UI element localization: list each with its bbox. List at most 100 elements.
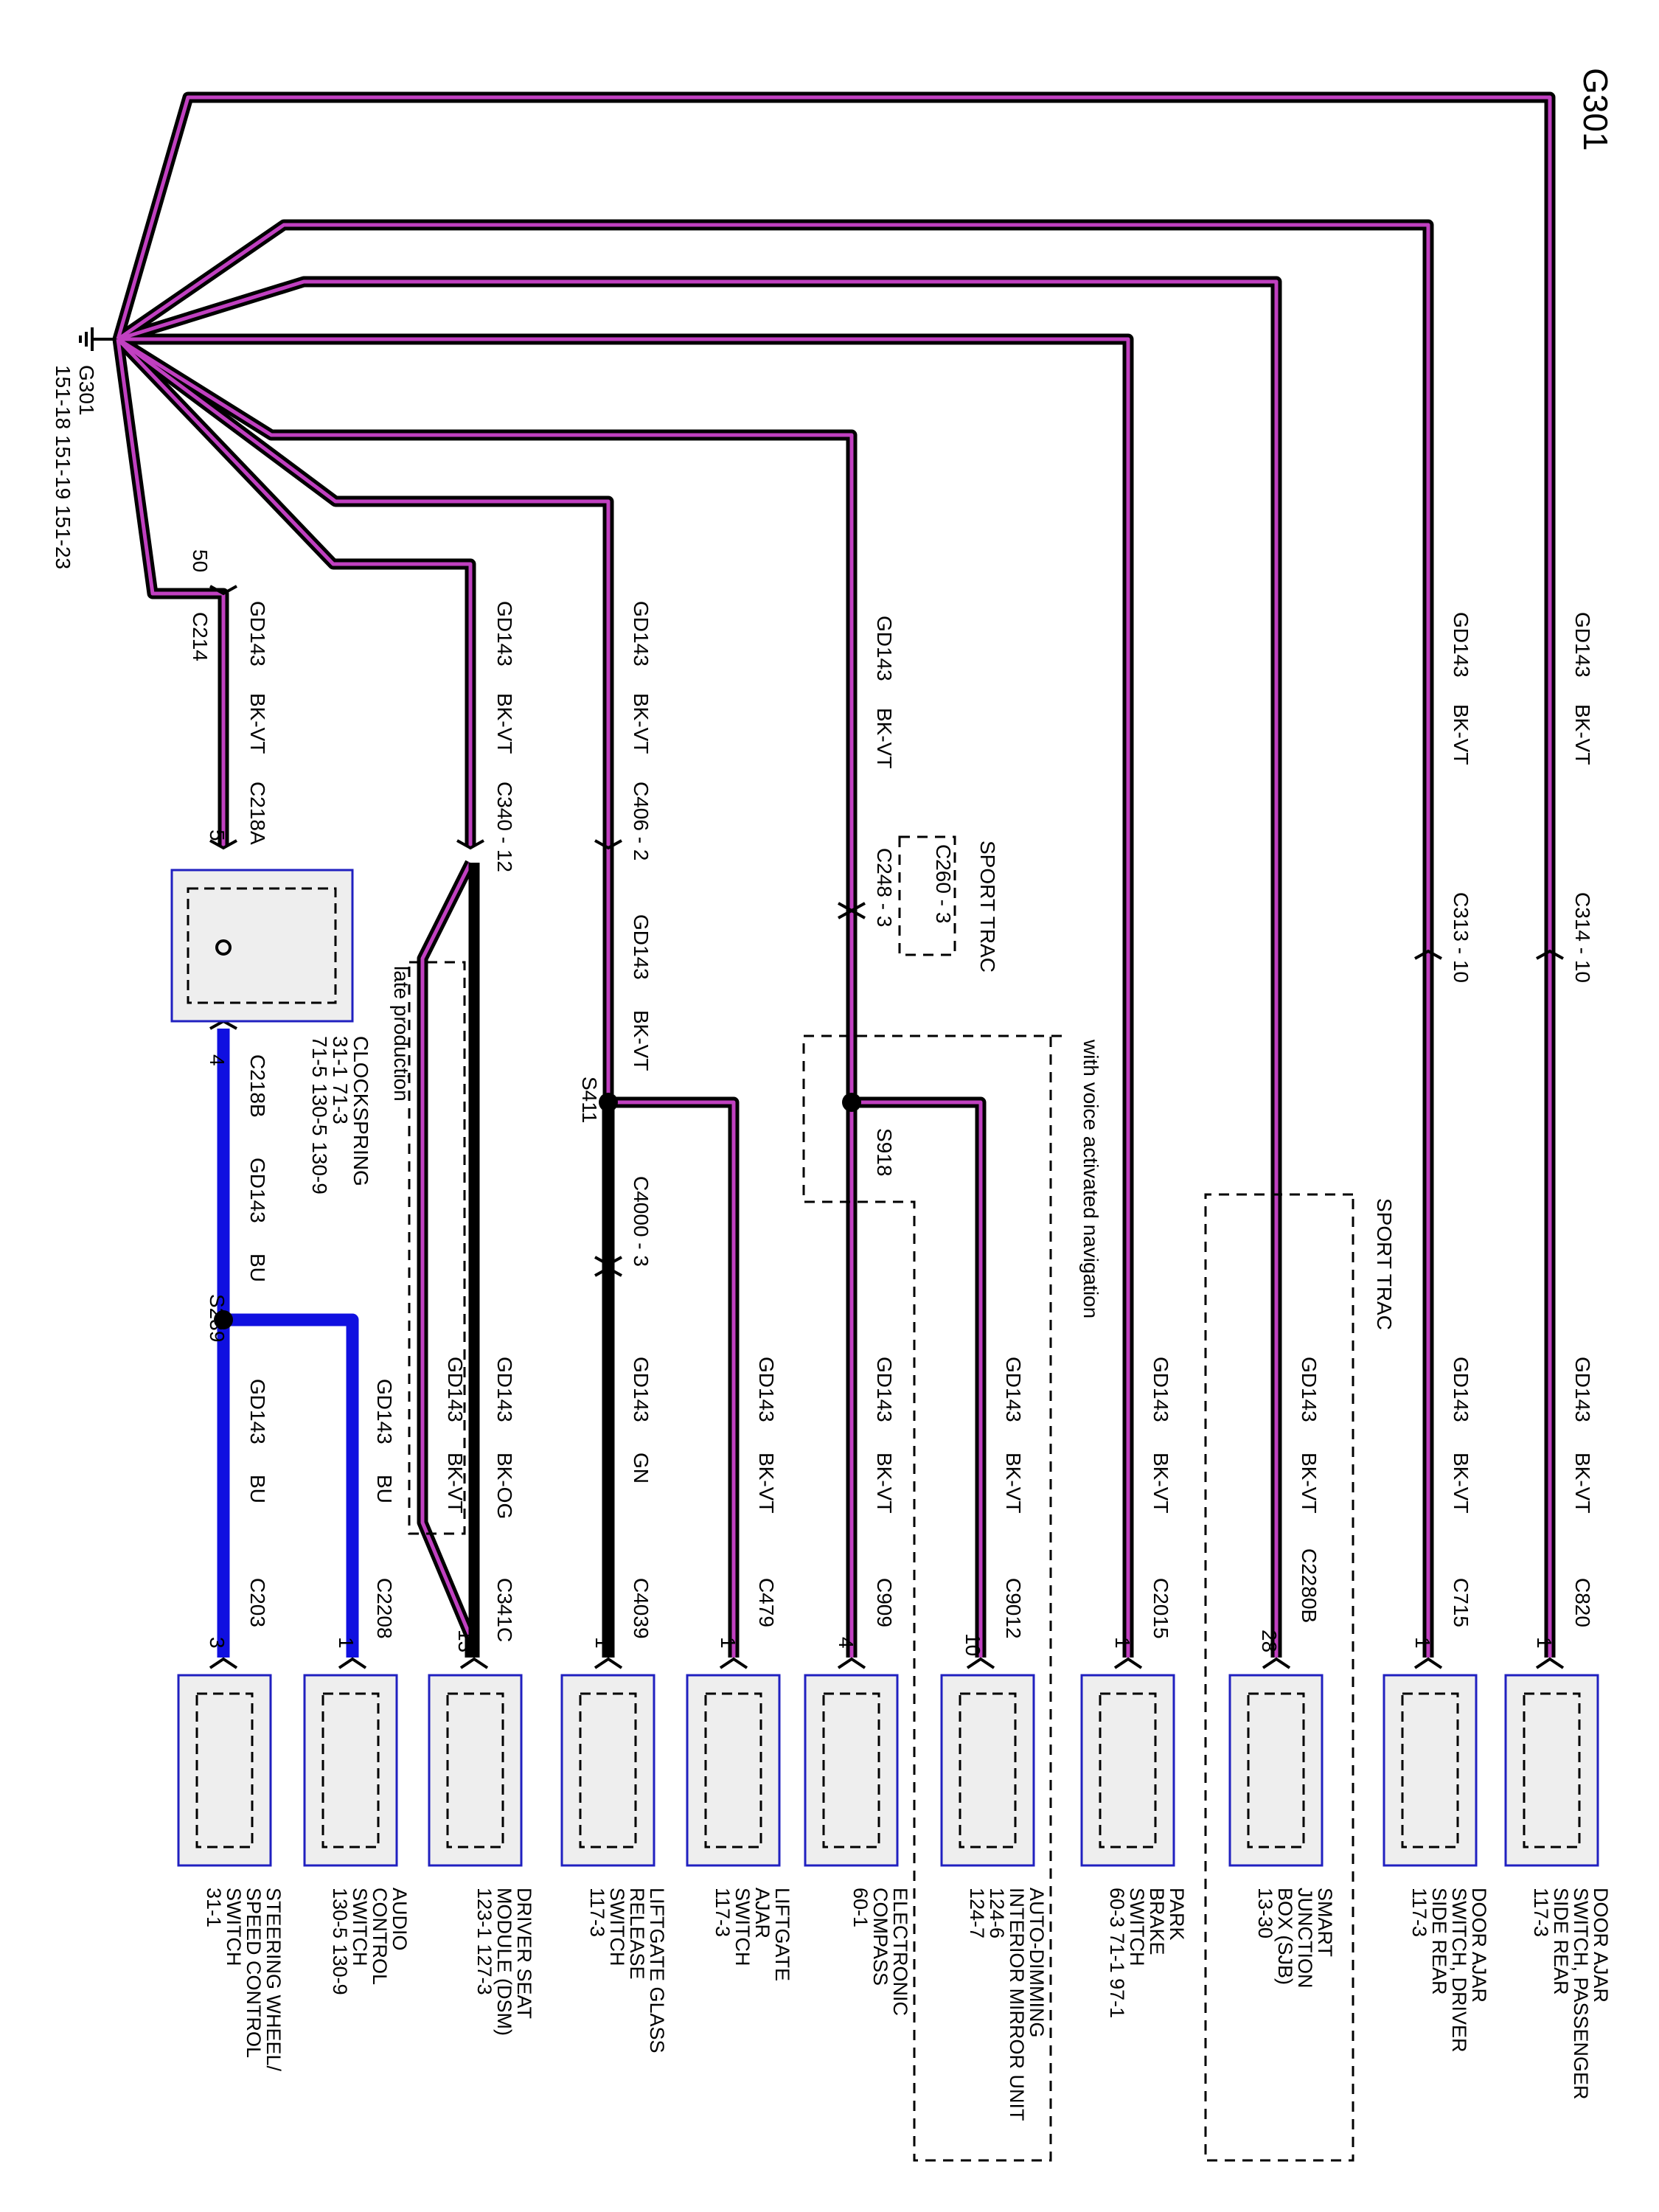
wire-color: BK-VT xyxy=(630,693,653,754)
conn-c479: C479 xyxy=(755,1578,778,1627)
component-name: RELEASE xyxy=(626,1888,648,1980)
conn-c2280b: C2280B xyxy=(1298,1548,1321,1623)
late-production-note: late production xyxy=(390,966,413,1102)
wire-color: BK-VT xyxy=(444,1453,467,1513)
splice-s411-label: S411 xyxy=(578,1077,601,1123)
wire-code: GD143 xyxy=(1450,612,1472,678)
box-sjb xyxy=(1228,1674,1324,1867)
component-labels: STEERING WHEEL/ SPEED CONTROL SWITCH 31-… xyxy=(203,1888,1612,2121)
conn-c909: C909 xyxy=(873,1578,896,1627)
component-name: DOOR AJAR xyxy=(1590,1888,1612,2003)
wire-code: GD143 xyxy=(1298,1357,1321,1422)
component-name: PARK xyxy=(1166,1888,1188,1941)
wire-color: GN xyxy=(630,1453,653,1484)
clockspring-refs2: 71-5 130-5 130-9 xyxy=(308,1036,331,1194)
component-ref: 117-3 xyxy=(1408,1888,1430,1937)
component-ref: 130-5 130-9 xyxy=(329,1888,351,1995)
component-name: AUDIO xyxy=(389,1888,411,1951)
conn-c314: C314 - 10 xyxy=(1571,892,1594,983)
component-name: CONTROL xyxy=(369,1888,391,1985)
sport-trac-right-note: SPORT TRAC xyxy=(1373,1198,1396,1330)
box-liftgate-ajar xyxy=(686,1674,781,1867)
wire-color: BK-VT xyxy=(1002,1453,1025,1513)
box-steering xyxy=(177,1674,272,1867)
box-brake xyxy=(1080,1674,1175,1867)
component-ref: 117-3 xyxy=(586,1888,608,1937)
conn-c203: C203 xyxy=(246,1578,269,1627)
pin-dsm: 13 xyxy=(454,1630,477,1652)
wire-color: BK-VT xyxy=(493,693,516,754)
conn-c406: C406 - 2 xyxy=(630,782,653,860)
component-name: SWITCH xyxy=(349,1888,371,1966)
wire-color: BK-VT xyxy=(1571,704,1594,765)
wire-code: GD143 xyxy=(1571,1357,1594,1422)
wire-color: BK-VT xyxy=(246,693,269,754)
wire-code: GD143 xyxy=(493,601,516,667)
wire-color: BK-OG xyxy=(493,1453,516,1519)
pin-mirror: 10 xyxy=(961,1633,984,1656)
conn-c214: C214 xyxy=(189,612,212,661)
wire-code: GD143 xyxy=(1450,1357,1472,1422)
box-dsm xyxy=(428,1674,523,1867)
conn-c218a: C218A xyxy=(246,782,269,845)
conn-c218b: C218B xyxy=(246,1054,269,1118)
component-name: SWITCH, PASSENGER xyxy=(1570,1888,1592,2100)
box-door-passenger xyxy=(1504,1674,1599,1867)
wire-color: BK-VT xyxy=(755,1453,778,1513)
component-ref: 123-1 127-3 xyxy=(473,1888,495,1995)
component-ref: 124-6 xyxy=(986,1888,1008,1938)
component-ref: 60-3 71-1 97-1 xyxy=(1106,1888,1128,2018)
wire-code: GD143 xyxy=(1002,1357,1025,1422)
ground-label: G301 xyxy=(75,365,98,416)
component-name: STEERING WHEEL/ xyxy=(262,1888,285,2072)
clockspring-name: CLOCKSPRING xyxy=(349,1036,372,1186)
component-name: SWITCH, DRIVER xyxy=(1448,1888,1470,2053)
pin-audio: 1 xyxy=(335,1637,358,1649)
component-name: BOX (SJB) xyxy=(1274,1888,1296,1985)
pin-c214: 50 xyxy=(189,549,212,572)
c260-note: C260 - 3 xyxy=(932,844,955,923)
wire-code: GD143 xyxy=(373,1379,396,1444)
component-name: BRAKE xyxy=(1146,1888,1168,1955)
component-name: LIFTGATE xyxy=(771,1888,793,1981)
diagram-title: G301 xyxy=(1576,68,1615,151)
conn-c820: C820 xyxy=(1571,1578,1594,1627)
component-name: SWITCH xyxy=(223,1888,245,1966)
component-name: DRIVER SEAT xyxy=(513,1888,535,2019)
component-name: MODULE (DSM) xyxy=(493,1888,515,2036)
conn-c341c: C341C xyxy=(493,1578,516,1642)
wire-color: BK-VT xyxy=(1298,1453,1321,1513)
splice-s918-label: S918 xyxy=(873,1128,896,1176)
clockspring-refs1: 31-1 71-3 xyxy=(329,1036,352,1124)
component-name: JUNCTION xyxy=(1294,1888,1316,1989)
pin-compass: 4 xyxy=(835,1637,858,1649)
wire-bu-audio xyxy=(223,1313,359,1658)
pin-door-driver: 1 xyxy=(1411,1637,1434,1649)
splice-s411 xyxy=(599,1093,618,1112)
component-name: SMART xyxy=(1314,1888,1336,1957)
wire-liftgate-ajar xyxy=(608,1096,740,1658)
wire-code: GD143 xyxy=(630,601,653,667)
conn-c2208: C2208 xyxy=(373,1578,396,1639)
ground-pages: 151-18 151-19 151-23 xyxy=(52,365,74,569)
component-name: SIDE REAR xyxy=(1428,1888,1450,1995)
component-name: SWITCH xyxy=(731,1888,754,1966)
wire-code: GD143 xyxy=(873,1357,896,1422)
box-liftgate-glass xyxy=(560,1674,655,1867)
component-ref: 60-1 xyxy=(849,1888,872,1927)
pin-liftgate-ajar: 1 xyxy=(717,1637,740,1649)
option-boxes xyxy=(408,835,1354,2162)
conn-c4000: C4000 - 3 xyxy=(630,1176,653,1267)
pin-liftgate-glass: 1 xyxy=(591,1637,614,1649)
component-name: AUTO-DIMMING xyxy=(1026,1888,1048,2038)
wire-color: BK-VT xyxy=(873,1453,896,1513)
conn-c313: C313 - 10 xyxy=(1450,892,1472,983)
component-ref: 13-30 xyxy=(1254,1888,1276,1938)
component-name: AJAR xyxy=(751,1888,773,1938)
conn-c2015: C2015 xyxy=(1150,1578,1172,1639)
component-ref: 31-1 xyxy=(203,1888,225,1927)
component-name: SWITCH xyxy=(606,1888,628,1966)
box-connector-marks xyxy=(209,1657,1565,1669)
wire-color: BU xyxy=(373,1475,396,1503)
sport-trac-upper-note: SPORT TRAC xyxy=(976,841,999,973)
